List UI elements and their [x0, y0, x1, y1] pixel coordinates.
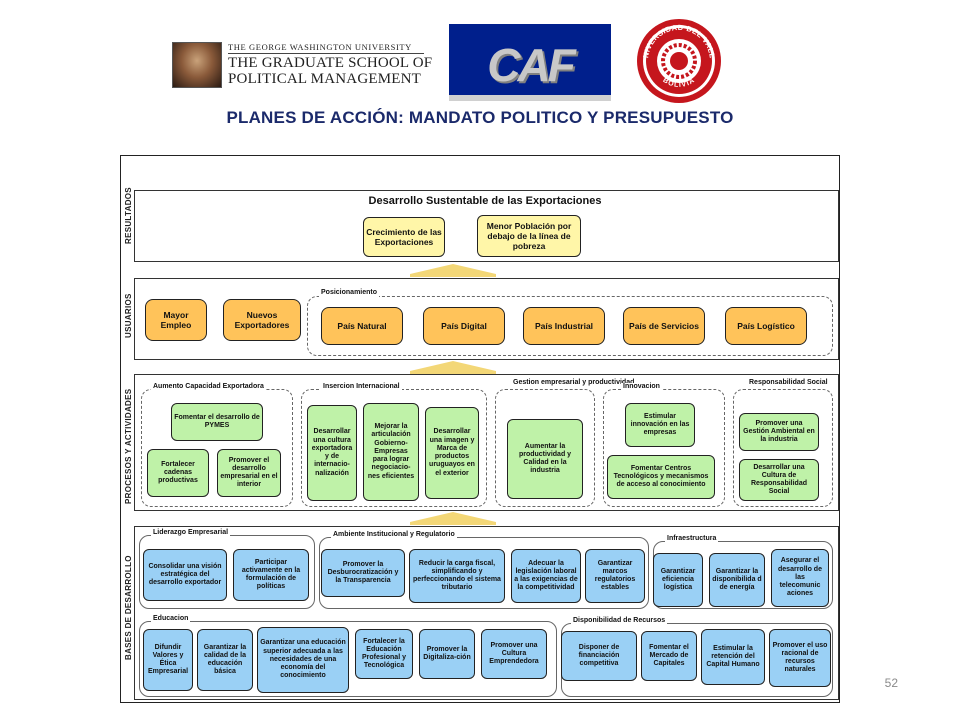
arrow-base-procesos: [410, 522, 496, 525]
band-label-usuarios: USUARIOS: [124, 293, 133, 338]
base-box-telecomunicaciones: Asegurar el desarrollo de las telecomuni…: [771, 549, 829, 607]
group-gestion-empresarial: [495, 389, 595, 507]
usuario-box-exportadores: Nuevos Exportadores: [223, 299, 301, 341]
caf-logo: CAF: [449, 24, 611, 101]
result-box-crecimiento: Crecimiento de las Exportaciones: [363, 217, 445, 257]
group-innovacion: [603, 389, 725, 507]
band-label-bases: BASES DE DESARROLLO: [124, 555, 133, 660]
group-label-liderazgo: Liderazgo Empresarial: [151, 529, 231, 538]
caf-logo-bar: [449, 95, 611, 101]
gwu-logo-line2: THE GRADUATE SCHOOL OF: [228, 55, 433, 71]
base-box-logistica: Garantizar eficiencia logística: [653, 553, 703, 607]
proceso-box-interior: Promover el desarrollo empresarial en el…: [217, 449, 281, 497]
gwu-logo: THE GEORGE WASHINGTON UNIVERSITY THE GRA…: [172, 40, 432, 90]
base-box-valores: Difundir Valores y Ética Empresarial: [143, 629, 193, 691]
caf-logo-text: CAF: [487, 39, 576, 91]
arrow-base-resultados: [410, 274, 496, 277]
base-box-energia: Garantizar la disponibilida d de energía: [709, 553, 765, 607]
base-box-educacion-basica: Garantizar la calidad de la educación bá…: [197, 629, 253, 691]
proceso-box-centros-tecnologicos: Fomentar Centros Tecnológicos y mecanism…: [607, 455, 715, 499]
base-box-participar: Participar activamente en la formulación…: [233, 549, 309, 601]
base-box-carga-fiscal: Reducir la carga fiscal, simplificando y…: [409, 549, 505, 603]
group-label-ambiente: Ambiente Institucional y Regulatorio: [331, 531, 457, 540]
group-label-insercion-internacional: Insercion Internacional: [321, 383, 402, 392]
band-label-procesos: PROCESOS Y ACTIVIDADES: [124, 388, 133, 504]
group-label-responsabilidad-social: Responsabilidad Social: [747, 379, 830, 388]
base-box-recursos-naturales: Promover el uso racional de recursos nat…: [769, 629, 831, 687]
result-box-pobreza: Menor Población por debajo de la línea d…: [477, 215, 581, 257]
band-bases: Liderazgo Empresarial Consolidar una vis…: [134, 526, 839, 700]
arrow-up-usuarios: [410, 361, 496, 371]
pais-box-servicios: País de Servicios: [623, 307, 705, 345]
band-resultados: Desarrollo Sustentable de las Exportacio…: [134, 190, 839, 262]
base-box-financiacion: Disponer de financiación competitiva: [561, 631, 637, 681]
group-label-disponibilidad: Disponibilidad de Recursos: [571, 617, 668, 626]
group-label-posicionamiento: Posicionamiento: [319, 289, 380, 298]
proceso-box-responsabilidad: Desarrollar una Cultura de Responsabilid…: [739, 459, 819, 501]
resultados-title: Desarrollo Sustentable de las Exportacio…: [368, 195, 602, 207]
band-procesos: Aumento Capacidad Exportadora Fomentar e…: [134, 374, 839, 511]
proceso-box-articulacion: Mejorar la articulación Gobierno-Empresa…: [363, 403, 419, 501]
base-box-vision: Consolidar una visión estratégica del de…: [143, 549, 227, 601]
usuario-box-empleo: Mayor Empleo: [145, 299, 207, 341]
proceso-box-cadenas: Fortalecer cadenas productivas: [147, 449, 209, 497]
group-label-educacion: Educacion: [151, 615, 191, 624]
strategy-map-frame: RESULTADOS Desarrollo Sustentable de las…: [120, 155, 840, 703]
proceso-box-pymes: Fomentar el desarrollo de PYMES: [171, 403, 263, 441]
base-box-digitalizacion: Promover la Digitaliza-ción: [419, 629, 475, 679]
base-box-legislacion: Adecuar la legislación laboral a las exi…: [511, 549, 581, 603]
gwu-logo-line1: THE GEORGE WASHINGTON UNIVERSITY: [228, 42, 412, 52]
base-box-marcos: Garantizar marcos regulatorios estables: [585, 549, 645, 603]
proceso-box-estimular-innovacion: Estimular innovación en las empresas: [625, 403, 695, 447]
gwu-logo-line3: POLITICAL MANAGEMENT: [228, 71, 422, 87]
pais-box-industrial: País Industrial: [523, 307, 605, 345]
band-usuarios: Mayor Empleo Nuevos Exportadores Posicio…: [134, 278, 839, 360]
group-posicionamiento: [307, 296, 833, 356]
base-box-educacion-superior: Garantizar una educación superior adecua…: [257, 627, 349, 693]
base-box-capital-humano: Estimular la retención del Capital Human…: [701, 629, 765, 685]
page-number: 52: [884, 676, 898, 690]
page-title: PLANES DE ACCIÓN: MANDATO POLITICO Y PRE…: [226, 108, 734, 127]
group-label-innovacion: Innovacion: [621, 383, 662, 392]
arrow-up-procesos: [410, 512, 496, 522]
group-responsabilidad-social: [733, 389, 833, 507]
proceso-box-cultura-exportadora: Desarrollar una cultura exportadora y de…: [307, 405, 357, 501]
universidad-del-valle-seal: UNIVERSIDAD DEL VALLE BOLIVIA: [636, 18, 721, 103]
pais-box-natural: País Natural: [321, 307, 403, 345]
base-box-educacion-profesional: Fortalecer la Educación Profesional y Te…: [355, 629, 413, 679]
arrow-up-resultados: [410, 264, 496, 274]
base-box-mercado-capitales: Fomentar el Mercado de Capitales: [641, 631, 697, 681]
group-label-infraestructura: Infraestructura: [665, 535, 719, 544]
arrow-base-usuarios: [410, 371, 496, 374]
group-label-capacidad-exportadora: Aumento Capacidad Exportadora: [151, 383, 266, 392]
base-box-desburocratizacion: Promover la Desburocratización y la Tran…: [321, 549, 405, 597]
band-label-resultados: RESULTADOS: [124, 187, 133, 244]
pais-box-logistico: País Logístico: [725, 307, 807, 345]
proceso-box-productividad: Aumentar la productividad y Calidad en l…: [507, 419, 583, 499]
proceso-box-imagen-marca: Desarrollar una imagen y Marca de produc…: [425, 407, 479, 499]
base-box-emprendedora: Promover una Cultura Emprendedora: [481, 629, 547, 679]
pais-box-digital: País Digital: [423, 307, 505, 345]
proceso-box-gestion-ambiental: Promover una Gestión Ambiental en la ind…: [739, 413, 819, 451]
group-label-gestion-empresarial: Gestion empresarial y productividad: [511, 379, 637, 388]
washington-portrait-icon: [172, 42, 222, 88]
gwu-logo-rule: [228, 53, 424, 54]
